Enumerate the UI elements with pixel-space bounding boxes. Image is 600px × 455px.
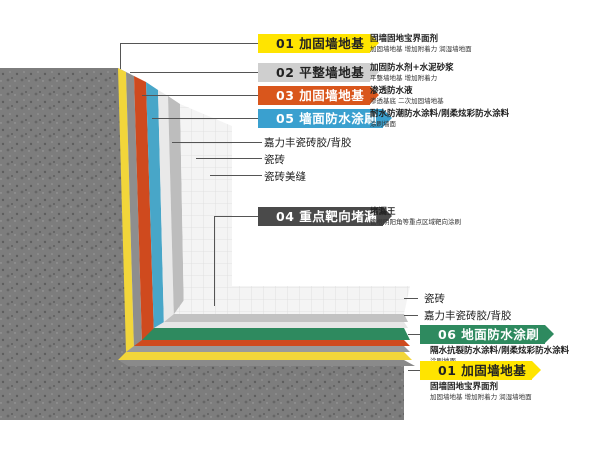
desc-03: 渗透防水液 渗透基底 二次加固墙地基	[370, 85, 444, 106]
leader-line	[408, 370, 420, 371]
desc-03-title: 渗透防水液	[370, 85, 444, 97]
floor-layer-orange	[134, 340, 410, 346]
floor-layer-gray	[126, 346, 410, 352]
leader-line	[120, 43, 121, 69]
floor-layer-yellow	[118, 352, 412, 360]
leader-line	[130, 72, 258, 73]
tag-01-top: 01 加固墙地基	[258, 34, 370, 53]
desc-01-top-sub: 加固墙地基 增加附着力 润湿墙地面	[370, 45, 472, 54]
desc-02: 加固防水剂+水泥砂浆 平整墙地基 增加附着力	[370, 62, 454, 83]
tag-05-label: 05 墙面防水涂刷	[276, 111, 377, 126]
tag-01-bottom: 01 加固墙地基	[420, 361, 532, 380]
desc-01-bottom-sub: 加固墙地基 增加附着力 润湿墙地面	[430, 393, 532, 402]
tag-03-label: 03 加固墙地基	[276, 88, 364, 103]
leader-line	[210, 175, 262, 176]
desc-06-title: 隔水抗裂防水涂料/刚柔炫彩防水涂料	[430, 345, 569, 357]
label-floor-adhesive: 嘉力丰瓷砖胶/背胶	[424, 308, 512, 323]
label-wall-tile: 瓷砖	[264, 152, 285, 167]
tag-04: 04 重点靶向堵漏	[258, 207, 383, 226]
label-wall-grout: 瓷砖美缝	[264, 169, 306, 184]
desc-03-sub: 渗透基底 二次加固墙地基	[370, 97, 444, 106]
leader-line	[142, 95, 258, 96]
desc-01-top: 固墙固地宝界面剂 加固墙地基 增加附着力 润湿墙地面	[370, 33, 472, 54]
label-floor-tile: 瓷砖	[424, 291, 445, 306]
desc-05-title: 耐水防潮防水涂料/刚柔炫彩防水涂料	[370, 108, 509, 120]
tag-02: 02 平整墙地基	[258, 63, 370, 82]
desc-04-title: 堵漏王	[370, 206, 461, 218]
leader-line	[404, 298, 418, 299]
desc-04-sub: 管根阴阳角等重点区域靶向涂刷	[370, 218, 461, 227]
leader-line	[408, 334, 420, 335]
tag-05: 05 墙面防水涂刷	[258, 109, 383, 128]
tag-01-bottom-label: 01 加固墙地基	[438, 363, 526, 378]
tag-06: 06 地面防水涂刷	[420, 325, 545, 344]
leader-line	[404, 315, 418, 316]
desc-01-bottom: 固墙固地宝界面剂 加固墙地基 增加附着力 润湿墙地面	[430, 381, 532, 402]
tag-06-label: 06 地面防水涂刷	[438, 327, 539, 342]
floor-layer-white	[154, 322, 408, 328]
slab-top-face	[118, 360, 415, 366]
desc-04: 堵漏王 管根阴阳角等重点区域靶向涂刷	[370, 206, 461, 227]
leader-line	[172, 142, 262, 143]
tag-01-top-label: 01 加固墙地基	[276, 36, 364, 51]
tag-03: 03 加固墙地基	[258, 86, 370, 105]
desc-01-bottom-title: 固墙固地宝界面剂	[430, 381, 532, 393]
leader-line	[196, 158, 262, 159]
desc-05-sub: 涂刷墙面	[370, 120, 509, 129]
tag-04-label: 04 重点靶向堵漏	[276, 209, 377, 224]
floor-layer-green	[142, 328, 410, 340]
leader-line	[152, 118, 258, 119]
tag-02-label: 02 平整墙地基	[276, 65, 364, 80]
leader-line	[214, 216, 215, 306]
leader-line	[120, 43, 260, 44]
leader-line	[214, 216, 262, 217]
floor-layer-gray2	[164, 314, 408, 322]
desc-02-title: 加固防水剂+水泥砂浆	[370, 62, 454, 74]
wall-tile-face	[180, 104, 232, 316]
desc-05: 耐水防潮防水涂料/刚柔炫彩防水涂料 涂刷墙面	[370, 108, 509, 129]
desc-01-top-title: 固墙固地宝界面剂	[370, 33, 472, 45]
label-wall-adhesive: 嘉力丰瓷砖胶/背胶	[264, 135, 352, 150]
desc-02-sub: 平整墙地基 增加附着力	[370, 74, 454, 83]
